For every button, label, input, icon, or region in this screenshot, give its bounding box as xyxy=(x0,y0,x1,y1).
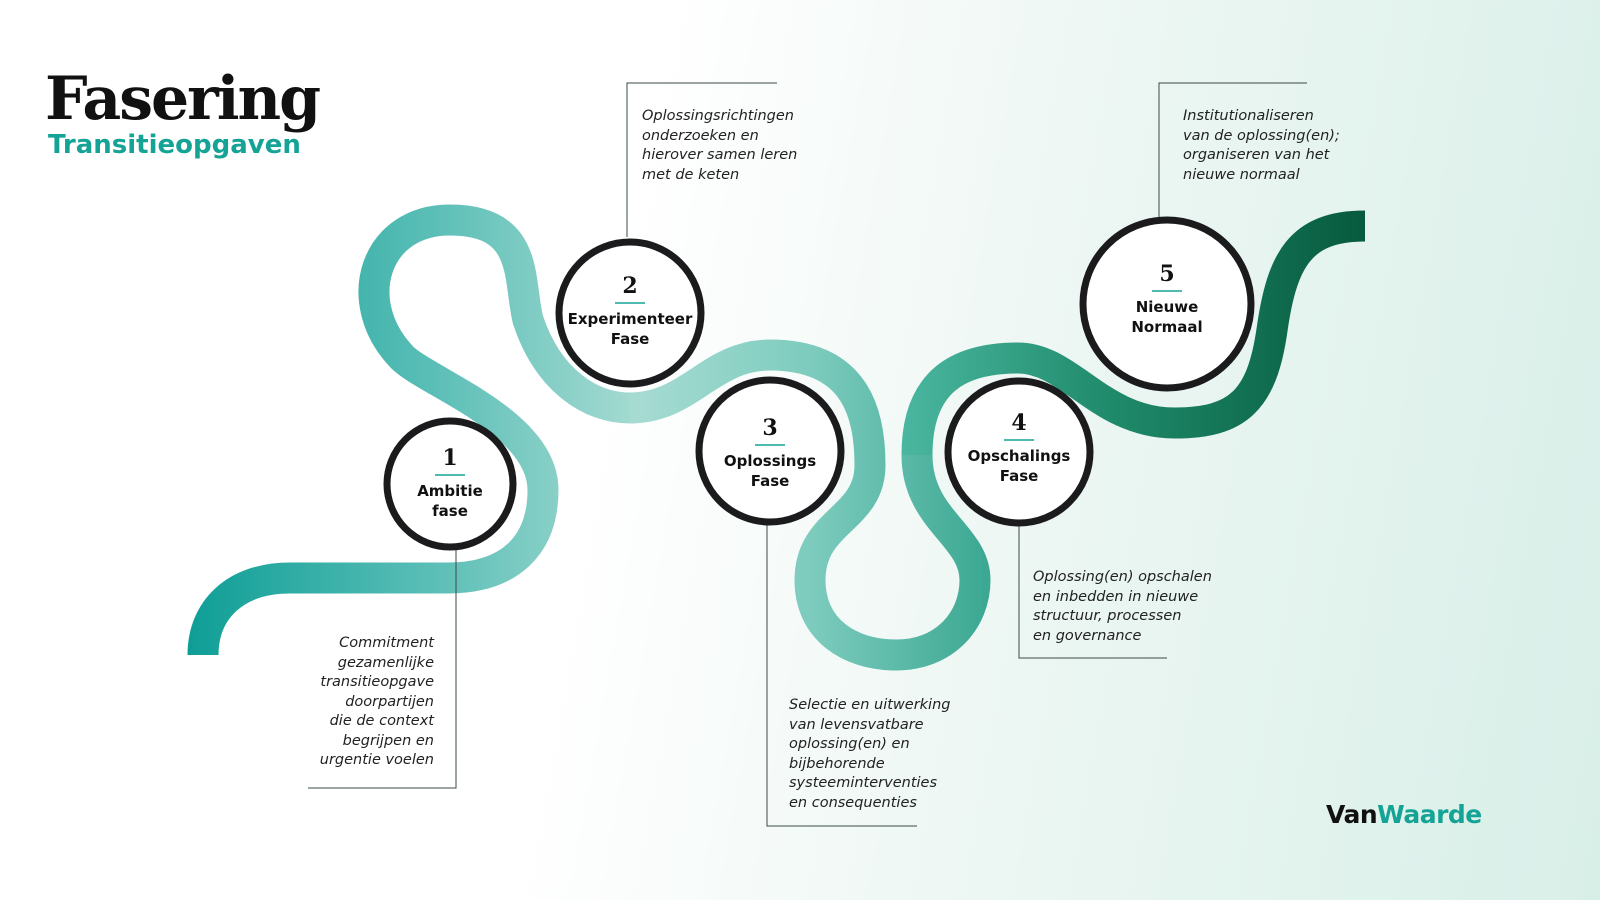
phase-label-3b: Fase xyxy=(751,472,790,490)
phase-label-3a: Oplossings xyxy=(724,452,816,470)
logo-text-waarde: Waarde xyxy=(1377,800,1482,829)
phase-node-4: 4 Opschalings Fase xyxy=(944,377,1094,527)
phase-node-3: 3 Oplossings Fase xyxy=(695,376,845,526)
vanwaarde-logo: VanWaarde xyxy=(1326,800,1482,829)
connector-line-2 xyxy=(626,82,777,237)
connector-line-3 xyxy=(766,524,917,827)
phase-label-2b: Fase xyxy=(611,330,650,348)
phase-description-1: Commitment gezamenlijke transitieopgave … xyxy=(319,635,434,768)
phase-description-2: Oplossingsrichtingen onderzoeken en hier… xyxy=(642,108,798,183)
phase-number-1: 1 xyxy=(442,445,457,471)
path-segment-middle xyxy=(629,339,991,671)
phase-node-5: 5 Nieuwe Normaal xyxy=(1079,216,1255,392)
path-segment-left xyxy=(187,204,631,656)
page-subtitle: Transitieopgaven xyxy=(48,130,301,160)
phase-label-2a: Experimenteer xyxy=(568,310,693,328)
phase-node-2: 2 Experimenteer Fase xyxy=(555,238,705,388)
phase-number-3: 3 xyxy=(762,415,777,441)
connector-line-4 xyxy=(1018,522,1167,659)
connector-line-1 xyxy=(308,543,457,789)
phase-label-5a: Nieuwe xyxy=(1136,298,1199,316)
phase-number-2: 2 xyxy=(622,273,637,299)
phase-label-1b: fase xyxy=(432,502,468,520)
phase-node-1: 1 Ambitie fase xyxy=(383,417,517,551)
page-title: Fasering xyxy=(45,64,321,134)
phase-description-3: Selectie en uitwerking van levensvatbare… xyxy=(789,697,951,811)
phase-label-4b: Fase xyxy=(1000,467,1039,485)
phase-label-5b: Normaal xyxy=(1131,318,1202,336)
connector-line-5 xyxy=(1158,82,1307,218)
phase-label-1a: Ambitie xyxy=(417,482,483,500)
path-segment-right xyxy=(901,210,1366,456)
phase-number-5: 5 xyxy=(1159,261,1174,287)
phase-label-4a: Opschalings xyxy=(968,447,1071,465)
phase-number-4: 4 xyxy=(1011,410,1026,436)
logo-text-van: Van xyxy=(1326,800,1378,829)
phase-description-4: Oplossing(en) opschalen en inbedden in n… xyxy=(1033,569,1212,644)
phase-description-5: Institutionaliseren van de oplossing(en)… xyxy=(1183,108,1340,183)
